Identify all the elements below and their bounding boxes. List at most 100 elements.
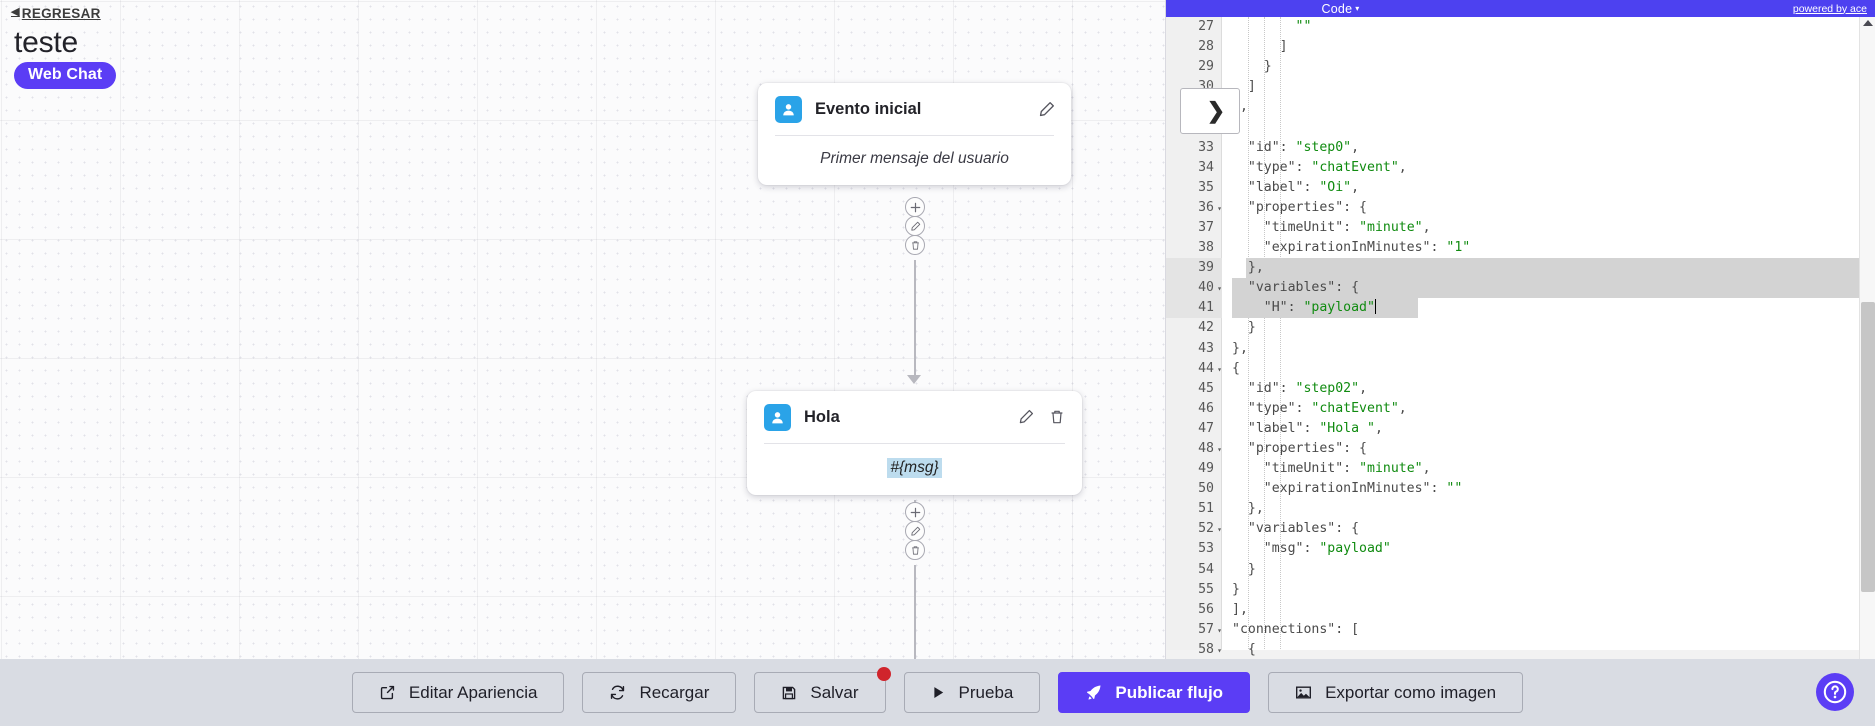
code-line[interactable]: 43},	[1166, 339, 1875, 359]
code-line-text: "msg": "payload"	[1263, 541, 1391, 557]
fold-toggle-icon[interactable]: ▾	[1217, 284, 1222, 294]
line-number: 37	[1198, 219, 1214, 235]
node-evento-inicial[interactable]: Evento inicial Primer mensaje del usuari…	[758, 83, 1071, 185]
indent-guide	[1248, 17, 1249, 659]
code-line-text: ""	[1295, 19, 1312, 34]
line-number: 34	[1198, 159, 1214, 175]
delete-node-handle[interactable]	[905, 235, 925, 255]
code-line[interactable]: 51 },	[1166, 499, 1875, 519]
scrollbar-thumb[interactable]	[1861, 302, 1875, 592]
code-line[interactable]: 38 "expirationInMinutes": "1"	[1166, 238, 1875, 258]
code-area[interactable]: 27 ""28 ]29 }30 ]31},32▾{33 "id": "step0…	[1166, 17, 1875, 659]
flow-canvas[interactable]: ◀ REGRESAR teste Web Chat	[0, 0, 1165, 659]
chevron-down-icon[interactable]: ▾	[1355, 3, 1360, 13]
node-actions[interactable]	[1018, 409, 1066, 426]
editor-vertical-scrollbar[interactable]	[1859, 17, 1875, 659]
fold-toggle-icon[interactable]: ▾	[1217, 525, 1222, 535]
code-editor-panel[interactable]: Code▾ powered by ace 27 ""28 ]29 }30 ]31…	[1165, 0, 1875, 659]
code-line[interactable]: 40▾ "variables": {	[1166, 278, 1875, 299]
line-number: 39	[1198, 260, 1214, 276]
fold-toggle-icon[interactable]: ▾	[1217, 645, 1222, 655]
test-button[interactable]: Prueba	[903, 672, 1041, 713]
back-link[interactable]: ◀ REGRESAR	[11, 6, 101, 21]
code-line[interactable]: 54 }	[1166, 560, 1875, 580]
fold-toggle-icon[interactable]: ▾	[1217, 203, 1222, 213]
fold-toggle-icon[interactable]: ▾	[1217, 444, 1222, 454]
edit-appearance-button[interactable]: Editar Apariencia	[351, 672, 565, 713]
add-node-handle[interactable]	[905, 197, 925, 217]
code-line[interactable]: 28 ]	[1166, 37, 1875, 57]
code-line-text: }	[1232, 320, 1256, 336]
code-line[interactable]: 37 "timeUnit": "minute",	[1166, 218, 1875, 238]
code-line[interactable]: 48▾ "properties": {	[1166, 439, 1875, 459]
node-header: Hola	[747, 391, 1082, 443]
trash-icon[interactable]	[1049, 409, 1066, 426]
code-line[interactable]: 53 "msg": "payload"	[1166, 539, 1875, 559]
delete-node-handle[interactable]	[905, 540, 925, 560]
code-line[interactable]: 42 }	[1166, 318, 1875, 338]
help-button[interactable]	[1816, 673, 1854, 711]
selection-highlight	[1232, 298, 1418, 319]
code-line[interactable]: 30 ]	[1166, 77, 1875, 97]
fold-widget-popup[interactable]: ❯	[1180, 88, 1240, 134]
fold-toggle-icon[interactable]: ▾	[1217, 364, 1222, 374]
edit-icon[interactable]	[1018, 409, 1035, 426]
code-line[interactable]: 46 "type": "chatEvent",	[1166, 399, 1875, 419]
code-line[interactable]: 32▾{	[1166, 117, 1875, 137]
code-line[interactable]: 45 "id": "step02",	[1166, 379, 1875, 399]
code-line[interactable]: 41 "H": "payload"	[1166, 298, 1875, 319]
reload-button[interactable]: Recargar	[582, 672, 737, 713]
line-number: 33	[1198, 139, 1214, 155]
edit-icon[interactable]	[1038, 101, 1055, 118]
code-line-text: ],	[1232, 601, 1248, 617]
fold-toggle-icon[interactable]: ▾	[1217, 625, 1222, 635]
chevron-right-icon[interactable]: ❯	[1206, 98, 1226, 123]
code-line[interactable]: 31},	[1166, 97, 1875, 117]
code-line-text: "type": "chatEvent",	[1247, 159, 1407, 175]
connector-handle-group-2[interactable]	[905, 502, 925, 560]
line-number: 48	[1198, 440, 1214, 456]
button-label: Editar Apariencia	[408, 682, 538, 702]
editor-horizontal-scrollbar[interactable]	[1166, 650, 1860, 659]
edit-node-handle[interactable]	[905, 521, 925, 541]
node-divider	[775, 135, 1054, 136]
publish-flow-button[interactable]: Publicar flujo	[1058, 672, 1251, 713]
code-line[interactable]: 44▾{	[1166, 359, 1875, 379]
connector-handle-group-1[interactable]	[905, 197, 925, 255]
code-line-text: "expirationInMinutes": "1"	[1263, 240, 1471, 256]
code-line[interactable]: 36▾ "properties": {	[1166, 198, 1875, 218]
code-line[interactable]: 34 "type": "chatEvent",	[1166, 158, 1875, 178]
edit-node-handle[interactable]	[905, 216, 925, 236]
code-line[interactable]: 29 }	[1166, 57, 1875, 77]
code-line-text: "properties": {	[1247, 199, 1367, 215]
editor-title[interactable]: Code▾	[986, 2, 1695, 16]
add-node-handle[interactable]	[905, 502, 925, 522]
scroll-up-arrow-icon[interactable]	[1863, 20, 1873, 26]
code-line[interactable]: 55}	[1166, 580, 1875, 600]
powered-by-ace-link[interactable]: powered by ace	[1792, 2, 1867, 15]
user-avatar-icon	[764, 404, 791, 431]
node-actions[interactable]	[1038, 101, 1055, 118]
code-line[interactable]: 49 "timeUnit": "minute",	[1166, 459, 1875, 479]
code-line[interactable]: 52▾ "variables": {	[1166, 519, 1875, 539]
save-disk-icon	[781, 685, 797, 701]
code-line-text: "timeUnit": "minute",	[1263, 219, 1431, 235]
code-line[interactable]: 56],	[1166, 600, 1875, 620]
code-line[interactable]: 39 },	[1166, 258, 1875, 279]
node-hola[interactable]: Hola #{msg}	[747, 391, 1082, 495]
line-number: 40	[1198, 280, 1214, 296]
code-line[interactable]: 57▾"connections": [	[1166, 620, 1875, 640]
export-image-button[interactable]: Exportar como imagen	[1268, 672, 1524, 713]
save-button[interactable]: Salvar	[754, 667, 891, 713]
code-line[interactable]: 50 "expirationInMinutes": ""	[1166, 479, 1875, 499]
code-content[interactable]: 27 ""28 ]29 }30 ]31},32▾{33 "id": "step0…	[1166, 17, 1875, 659]
code-line[interactable]: 47 "label": "Hola ",	[1166, 419, 1875, 439]
line-number: 45	[1198, 380, 1214, 396]
code-line[interactable]: 58▾ {	[1166, 640, 1875, 659]
code-line[interactable]: 35 "label": "Oi",	[1166, 178, 1875, 198]
code-line-text: }	[1232, 59, 1272, 75]
code-line-text: ]	[1232, 39, 1288, 55]
code-line[interactable]: 27 ""	[1166, 17, 1875, 37]
code-line[interactable]: 33 "id": "step0",	[1166, 138, 1875, 158]
